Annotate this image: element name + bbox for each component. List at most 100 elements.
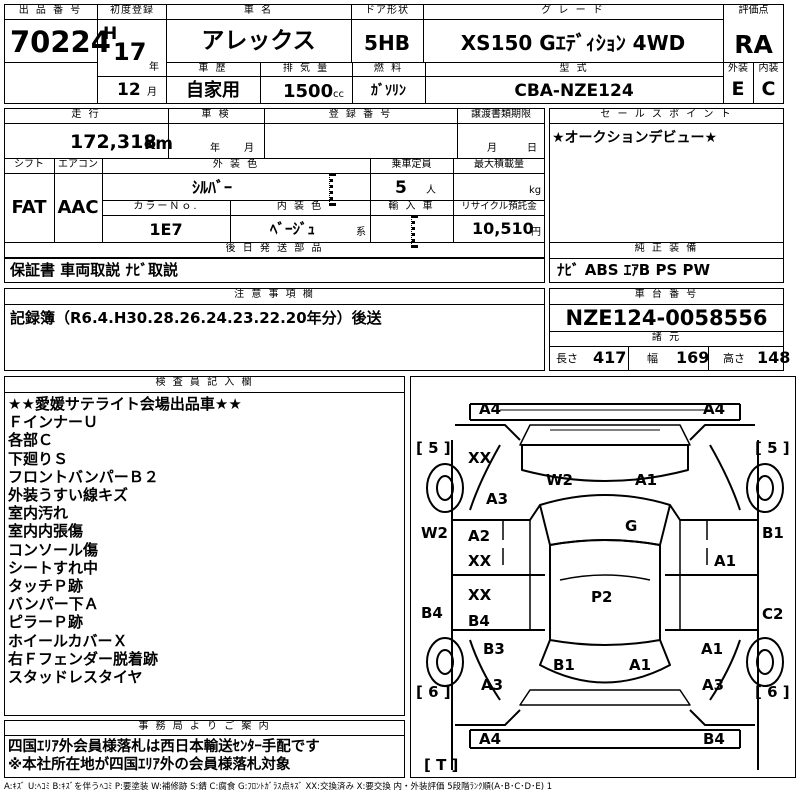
int-color: ﾍﾞｰｼﾞｭ — [269, 220, 315, 238]
fuel: ｶﾞｿﾘﾝ — [371, 83, 406, 99]
width: 169 — [676, 348, 710, 367]
office-label: 事 務 局 よ り ご 案 内 — [138, 721, 271, 732]
reg-month: 12 — [117, 80, 141, 100]
spare-tire: [ T ] — [424, 756, 459, 774]
equipment-text: ﾅﾋﾞ ABS ｴｱB PS PW — [557, 261, 711, 279]
import-label: 輸 入 車 — [388, 201, 435, 212]
tread-front-right: [ 5 ] — [755, 439, 790, 457]
mark-rear-left: A4 — [479, 730, 502, 748]
mileage: 172,318 — [70, 131, 157, 153]
mileage-unit: km — [144, 134, 174, 154]
mark-sill-left-b4: B4 — [421, 604, 443, 622]
width-label: 幅 — [647, 352, 658, 365]
recycle-fee: 10,510 — [472, 219, 534, 238]
mark-hood-w2: W2 — [546, 471, 573, 489]
length-label: 長さ — [556, 352, 578, 365]
load-label: 最大積載量 — [474, 159, 524, 170]
int-color-unit: 系 — [356, 227, 366, 238]
office-frame — [4, 720, 405, 778]
mark-door-fr-a1: A1 — [714, 552, 737, 570]
car-diagram — [426, 403, 784, 770]
capacity-label: 乗車定員 — [391, 159, 432, 170]
recycle-unit: 円 — [531, 227, 541, 238]
mark-quarter-right-a3: A3 — [702, 676, 725, 694]
history-label: 車 歴 — [198, 63, 228, 74]
sales-point-text: ★オークションデビュー★ — [552, 130, 718, 146]
first-reg-label: 初度登録 — [110, 5, 154, 16]
ext-color-label: 外 装 色 — [212, 159, 260, 170]
int-grade: C — [761, 78, 776, 100]
mark-door-fl-a2: A2 — [468, 527, 491, 545]
int-color-label: 内 装 色 — [276, 201, 324, 212]
reg-month-unit: 月 — [147, 87, 157, 98]
transfer-label: 譲渡書類期限 — [471, 109, 531, 120]
sales-point-frame — [549, 108, 784, 283]
mark-quarter-left-a3: A3 — [481, 676, 504, 694]
mark-quarter-left-b3: B3 — [483, 640, 505, 658]
delivery-label: 後 日 発 送 部 品 — [225, 243, 324, 254]
caution-frame — [4, 288, 545, 371]
tread-rear-left: [ 6 ] — [416, 683, 451, 701]
spec-label: 諸 元 — [651, 332, 682, 343]
chassis-number: NZE124-0058556 — [565, 306, 768, 330]
damage-code-legend: A:ｷｽﾞ U:ﾍｺﾐ B:ｷｽﾞを伴うﾍｺﾐ P:要塗装 W:補修跡 S:錆 … — [4, 782, 553, 792]
model-label: 型 式 — [559, 63, 589, 74]
car-name-label: 車 名 — [243, 5, 274, 16]
mark-trunk-b1: B1 — [553, 656, 575, 674]
ac-label: エアコン — [58, 159, 98, 170]
chassis-label: 車 台 番 号 — [634, 289, 699, 300]
displacement-label: 排 気 量 — [282, 63, 330, 74]
mark-right-pillar-b1: B1 — [762, 524, 784, 542]
insp-year-unit: 年 — [210, 143, 220, 154]
shift-label: シフト — [14, 159, 44, 170]
sales-point-label: セ ー ル ス ポ イ ン ト — [600, 109, 733, 120]
office-text: 四国ｴﾘｱ外会員様落札は西日本輸送ｾﾝﾀｰ手配です ※本社所在地が四国ｴﾘｱ外の… — [8, 739, 320, 773]
equipment-label: 純 正 装 備 — [634, 243, 699, 254]
inspector-label: 検 査 員 記 入 欄 — [155, 377, 254, 388]
displacement: 1500 — [283, 81, 334, 102]
mark-roof-p2: P2 — [591, 588, 613, 606]
header-frame — [4, 4, 784, 104]
mark-windshield-g: G — [625, 517, 638, 535]
transfer-day-unit: 日 — [527, 143, 537, 154]
mark-front-right: A4 — [703, 400, 726, 418]
ext-grade: E — [731, 78, 745, 100]
mark-quarter-right-a1: A1 — [701, 640, 724, 658]
transfer-month-unit: 月 — [487, 143, 497, 154]
grade: XS150 Gｴﾃﾞｨｼｮﾝ 4WD — [460, 31, 686, 55]
inspection-label: 車 検 — [201, 109, 231, 120]
car-name: アレックス — [201, 28, 316, 54]
capacity: 5 — [395, 178, 407, 198]
delivery-box — [4, 258, 545, 283]
mileage-label: 走 行 — [71, 109, 101, 120]
shift: FAT — [11, 197, 47, 218]
grade-label: グ レ ー ド — [541, 5, 605, 16]
fuel-label: 燃 料 — [373, 63, 404, 74]
era: H — [103, 24, 118, 44]
door-label: ドア形状 — [365, 5, 409, 16]
height-label: 高さ — [723, 352, 745, 365]
lot-no-label: 出 品 番 号 — [18, 5, 83, 16]
inspector-frame — [4, 376, 405, 716]
color-no-label: カラーＮｏ. — [133, 201, 199, 212]
int-label: 内装 — [758, 63, 779, 74]
reg-year-unit: 年 — [149, 62, 159, 73]
score: RA — [734, 30, 773, 59]
capacity-unit: 人 — [426, 185, 436, 196]
mark-door-rl-b4: B4 — [468, 612, 490, 630]
specs-frame — [4, 108, 545, 258]
inspector-notes: ★★愛媛サテライト会場出品車★★ ＦインナーＵ 各部Ｃ 下廻りＳ フロントバンパ… — [8, 395, 242, 687]
mark-hood-a1: A1 — [635, 471, 658, 489]
insp-month-unit: 月 — [244, 143, 254, 154]
mark-front-left: A4 — [479, 400, 502, 418]
load-unit: kg — [529, 185, 542, 196]
displacement-unit: cc — [333, 89, 344, 100]
mark-door-fl-xx: XX — [468, 552, 492, 570]
ac: AAC — [57, 197, 99, 218]
ext-label: 外装 — [728, 63, 748, 74]
length: 417 — [593, 348, 627, 367]
reg-year: 17 — [113, 38, 147, 66]
tread-front-left: [ 5 ] — [416, 439, 451, 457]
model-code: CBA-NZE124 — [514, 81, 634, 101]
ext-color: ｼﾙﾊﾞｰ — [191, 178, 232, 197]
